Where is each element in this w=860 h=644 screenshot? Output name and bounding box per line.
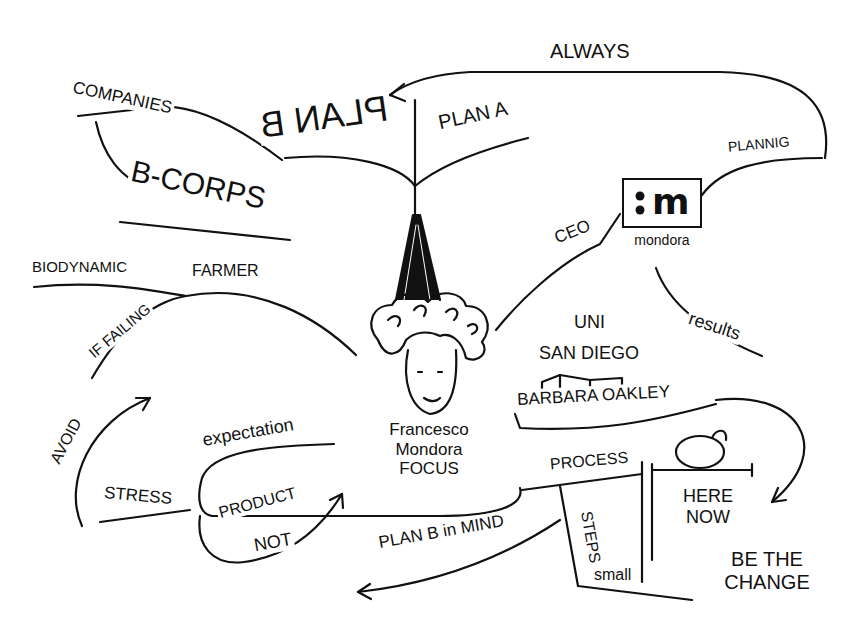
central-label: Francesco Mondora FOCUS [362, 420, 496, 479]
logo-caption: mondora [622, 232, 702, 248]
branch-label: PLAN A [434, 97, 511, 135]
branch-label: PLANNIG [725, 133, 792, 155]
branch-label: STEPS [576, 508, 604, 567]
branch-label: CEO [550, 215, 595, 248]
branch-label: results [684, 308, 745, 345]
branch-label: SAN DIEGO [537, 343, 641, 364]
branch-label: BE THE CHANGE [690, 548, 844, 594]
branch-label: BARBARA OAKLEY [515, 382, 673, 410]
branch-label: NOT [251, 529, 296, 557]
branch-label: B-CORPS [126, 154, 271, 217]
mirrored-label: PLAN B [256, 87, 393, 146]
branch-label: PROCESS [547, 448, 631, 473]
branch-label: HERE NOW [664, 486, 752, 527]
branch-label: expectation [199, 414, 297, 451]
branch-label: FARMER [190, 262, 261, 280]
branch-label: AVOID [46, 414, 87, 469]
branch-label: ALWAYS [548, 40, 632, 63]
branch-label: small [592, 566, 633, 584]
logo-frame: m [622, 178, 702, 228]
logo-dots [630, 180, 650, 226]
logo-box: m mondora [622, 178, 702, 248]
branch-label: UNI [572, 312, 607, 333]
branch-label: STRESS [101, 483, 174, 509]
logo-letter: m [652, 180, 690, 224]
branch-label: BIODYNAMIC [30, 258, 129, 275]
branch-label: IF FAILING [84, 299, 156, 363]
